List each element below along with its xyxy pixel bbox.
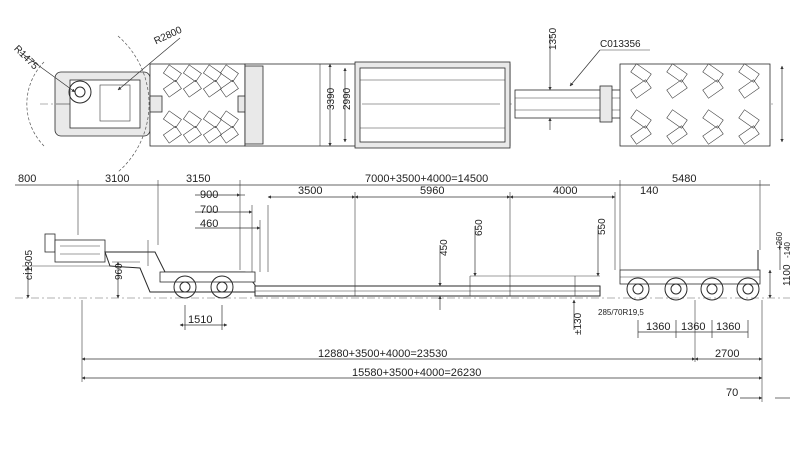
label-d1360c: 1360	[716, 321, 740, 333]
label-width-3390: 3390	[326, 87, 337, 110]
label-d5480: 5480	[672, 173, 696, 185]
label-h140: -140	[783, 241, 792, 258]
label-h1100: 1100	[782, 264, 793, 286]
rear-axles	[619, 250, 761, 301]
label-tyre: 285/70R19,5	[598, 308, 644, 317]
extension-beam-plan	[514, 85, 626, 123]
front-axles	[159, 271, 256, 299]
label-d1360b: 1360	[681, 321, 705, 333]
label-d700: 700	[200, 204, 218, 216]
label-d3150: 3150	[186, 173, 210, 185]
label-h450: 450	[439, 239, 450, 256]
label-r2800: R2800	[152, 25, 184, 48]
front-bogie-plan	[149, 63, 251, 147]
side-view	[15, 180, 790, 402]
label-h1305: cİ1305	[22, 250, 35, 280]
label-d23530: 12880+3500+4000=23530	[318, 348, 447, 360]
label-d140: 140	[640, 185, 658, 197]
gooseneck-plan	[19, 35, 181, 173]
dimension-labels: R1475 R2800 1350 C013356 3390 2990 2990 …	[11, 25, 800, 399]
label-h260: +260	[775, 231, 784, 250]
label-d2700: 2700	[715, 348, 739, 360]
plan-view	[19, 35, 784, 173]
label-d1510: 1510	[188, 314, 212, 326]
turning-radius-arc-large	[117, 35, 150, 173]
label-d3500: 3500	[298, 185, 322, 197]
rear-bogie-plan	[619, 63, 771, 147]
label-d1360a: 1360	[646, 321, 670, 333]
label-d800: 800	[18, 173, 36, 185]
label-d4000: 4000	[553, 185, 577, 197]
label-h550: 550	[597, 218, 608, 235]
label-d26230: 15580+3500+4000=26230	[352, 367, 481, 379]
label-d460: 460	[200, 218, 218, 230]
label-d3100: 3100	[105, 173, 129, 185]
turning-radius-arc-small	[26, 61, 45, 147]
label-part-no: C013356	[600, 39, 641, 50]
gooseneck-side	[44, 233, 256, 293]
label-top-1350: 1350	[548, 27, 559, 50]
deck-side	[254, 275, 601, 297]
deck-plan	[244, 61, 511, 149]
label-h650: 650	[474, 219, 485, 236]
label-d70: 70	[726, 387, 738, 399]
label-d900: 900	[200, 189, 218, 201]
label-d14500: 7000+3500+4000=14500	[365, 173, 488, 185]
label-width-2990a: 2990	[342, 87, 353, 110]
label-h130: ±130	[573, 312, 584, 335]
label-r1475: R1475	[11, 44, 40, 73]
label-d5960: 5960	[420, 185, 444, 197]
label-h960: 960	[114, 263, 125, 280]
